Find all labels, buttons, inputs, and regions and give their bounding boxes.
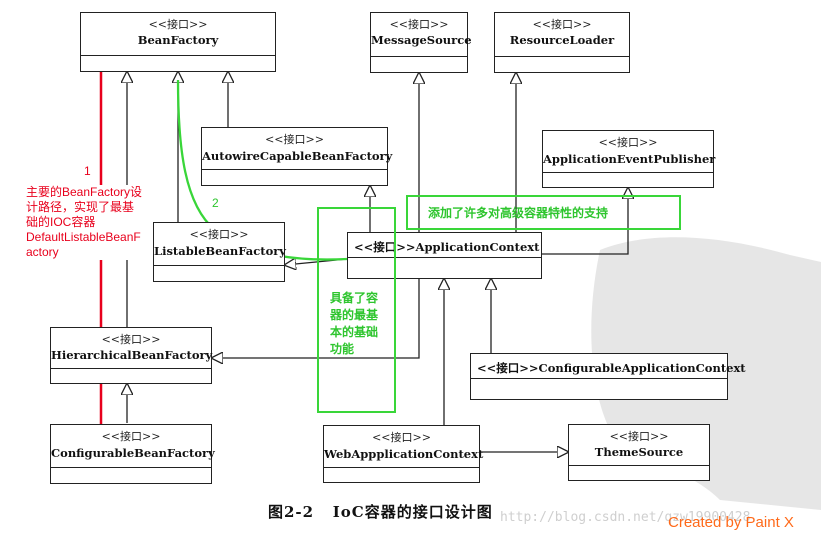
class-name: MessageSource [371, 33, 472, 47]
compartment-divider [348, 257, 541, 258]
class-messagesource[interactable]: <<接口>> MessageSource [370, 12, 472, 73]
stereotype-label: <<接口>> [265, 133, 324, 146]
class-applicationcontext[interactable]: <<接口>>ApplicationContext [347, 232, 542, 279]
stereotype-label: <<接口>> [372, 431, 431, 444]
green-note-top: 添加了许多对高级容器特性的支持 [428, 206, 609, 220]
figure-caption: 图2-2 IoC容器的接口设计图 [268, 503, 493, 521]
class-resourceloader[interactable]: <<接口>> ResourceLoader [494, 12, 630, 73]
stereotype-label: <<接口>> [598, 136, 658, 149]
compartment-divider [495, 56, 629, 57]
compartment-divider [51, 368, 211, 369]
class-name: ListableBeanFactory [154, 244, 286, 258]
compartment-divider [471, 378, 727, 379]
class-hierarchicalbeanfactory[interactable]: <<接口>> HierarchicalBeanFactory [50, 327, 212, 384]
class-name: AutowireCapableBeanFactory [202, 149, 393, 163]
class-name: WebAppplicationContext [324, 447, 484, 461]
paintx-watermark: Created by Paint X [668, 514, 794, 531]
class-webapplicationcontext[interactable]: <<接口>> WebAppplicationContext [323, 425, 484, 483]
stereotype-label: <<接口>> [148, 18, 208, 31]
class-applicationeventpublisher[interactable]: <<接口>> ApplicationEventPublisher [542, 130, 716, 188]
compartment-divider [324, 467, 479, 468]
red-note-line: 础的IOC容器 [26, 215, 96, 229]
class-name: ApplicationEventPublisher [543, 152, 716, 166]
stereotype-label: <<接口>> [189, 228, 249, 241]
edge-app-eventpublisher [542, 188, 628, 255]
compartment-divider [51, 467, 211, 468]
compartment-divider [569, 465, 709, 466]
class-autowirecapablebeanfactory[interactable]: <<接口>> AutowireCapableBeanFactory [201, 127, 393, 186]
class-name: BeanFactory [137, 33, 219, 47]
green-note-line: 本的基础 [330, 325, 379, 339]
compartment-divider [154, 265, 284, 266]
green-note-side: 具备了容 器的最基 本的基础 功能 [330, 290, 378, 358]
red-note-line: actory [26, 245, 59, 259]
green-highlight-top [406, 195, 681, 230]
stereotype-label: <<接口>> [101, 430, 161, 443]
class-themesource[interactable]: <<接口>> ThemeSource [568, 424, 710, 481]
stereotype-label: <<接口>> [101, 333, 161, 346]
red-note-line: 主要的BeanFactory设 [26, 185, 143, 199]
green-note-line: 器的最基 [330, 308, 379, 322]
compartment-divider [81, 55, 275, 56]
class-configurablebeanfactory[interactable]: <<接口>> ConfigurableBeanFactory [50, 424, 215, 484]
class-name: ResourceLoader [509, 33, 615, 47]
class-name: ThemeSource [594, 445, 684, 459]
green-number: 2 [212, 196, 219, 210]
class-beanfactory[interactable]: <<接口>> BeanFactory [80, 12, 276, 72]
class-name: ConfigurableBeanFactory [51, 446, 215, 460]
red-note-line: DefaultListableBeanF [26, 230, 141, 244]
class-listablebeanfactory[interactable]: <<接口>> ListableBeanFactory [153, 222, 286, 282]
stereotype-label: <<接口>> [609, 430, 669, 443]
stereotype-label: <<接口>> [532, 18, 592, 31]
red-note: 主要的BeanFactory设 计路径，实现了最基 础的IOC容器 Defaul… [26, 185, 143, 260]
green-highlight-side [317, 207, 396, 413]
red-number: 1 [84, 164, 91, 178]
compartment-divider [202, 169, 387, 170]
class-name: <<接口>>ConfigurableApplicationContext [477, 361, 746, 375]
red-note-line: 计路径，实现了最基 [26, 200, 135, 214]
green-note-line: 功能 [330, 342, 355, 356]
class-name: HierarchicalBeanFactory [51, 348, 213, 362]
class-configurableapplicationcontext[interactable]: <<接口>>ConfigurableApplicationContext [470, 353, 746, 400]
compartment-divider [371, 56, 467, 57]
edge-app-hierarchical [212, 272, 420, 358]
class-name: <<接口>>ApplicationContext [354, 240, 540, 254]
green-note-line: 具备了容 [330, 291, 379, 305]
stereotype-label: <<接口>> [389, 18, 449, 31]
url-watermark: http://blog.csdn.net/qzw19900428 [500, 510, 751, 525]
compartment-divider [543, 172, 713, 173]
